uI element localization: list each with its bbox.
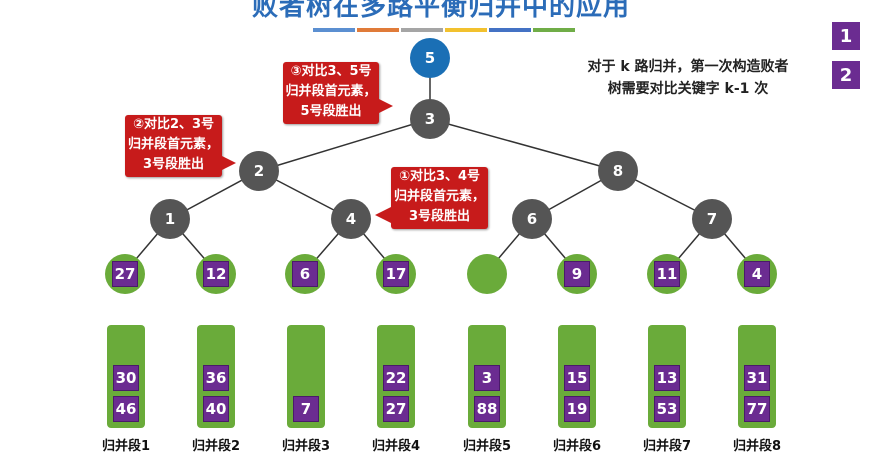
edge-3-2 — [258, 118, 431, 172]
tree-node-6[interactable]: 6 — [512, 199, 552, 239]
callout-step1-pointer — [375, 207, 391, 223]
leaf-key-4: 17 — [383, 261, 409, 287]
tree-node-3[interactable]: 3 — [410, 99, 450, 139]
run-4-key-1: 22 — [383, 365, 409, 391]
run-4-key-2: 27 — [383, 396, 409, 422]
run-label-5: 归并段5 — [462, 439, 512, 454]
note-line-2: 树需要对比关键字 k-1 次 — [607, 81, 769, 97]
run-7[interactable]: 13 53 — [648, 325, 686, 428]
callout-step2-line1: ②对比2、3号 — [132, 117, 215, 132]
run-8[interactable]: 31 77 — [738, 325, 776, 428]
legend-box-2[interactable]: 2 — [832, 61, 860, 89]
callout-step1-line1: ①对比3、4号 — [398, 169, 481, 184]
run-2-key-1: 36 — [203, 365, 229, 391]
title-color-bar — [489, 28, 531, 32]
leaf-5-empty[interactable] — [467, 254, 507, 294]
leaf-3[interactable]: 6 — [285, 254, 325, 294]
title-color-bar — [357, 28, 399, 32]
edge-3-8 — [429, 118, 619, 172]
callout-step1: ①对比3、4号 归并段首元素， 3号段胜出 — [375, 167, 488, 229]
run-label-4: 归并段4 — [371, 439, 421, 454]
run-4[interactable]: 22 27 — [377, 325, 415, 428]
run-2-key-2: 40 — [203, 396, 229, 422]
leaf-1[interactable]: 27 — [105, 254, 145, 294]
note-text: 对于 k 路归并，第一次构造败者 树需要对比关键字 k-1 次 — [578, 56, 798, 100]
note-line-1: 对于 k 路归并，第一次构造败者 — [587, 59, 789, 75]
tree-node-7[interactable]: 7 — [692, 199, 732, 239]
legend-box-1[interactable]: 1 — [832, 22, 860, 50]
run-5-key-2: 88 — [474, 396, 500, 422]
callout-step2-line3: 3号段胜出 — [142, 157, 205, 172]
callout-step2: ②对比2、3号 归并段首元素， 3号段胜出 — [125, 115, 236, 177]
run-1-key-1: 30 — [113, 365, 139, 391]
run-3[interactable]: 7 — [287, 325, 325, 428]
title-color-bar — [533, 28, 575, 32]
run-7-key-1: 13 — [654, 365, 680, 391]
run-5-key-1: 3 — [474, 365, 500, 391]
page-title: 败者树在多路平衡归并中的应用 — [251, 0, 630, 22]
run-3-key-1: 7 — [293, 396, 319, 422]
leaf-4[interactable]: 17 — [376, 254, 416, 294]
run-label-1: 归并段1 — [101, 439, 151, 454]
callout-step3-line3: 5号段胜出 — [300, 104, 362, 119]
callout-step1-line2: 归并段首元素， — [393, 189, 485, 204]
callout-step3: ③对比3、5号 归并段首元素， 5号段胜出 — [283, 62, 393, 124]
title-color-bar — [401, 28, 443, 32]
run-label-8: 归并段8 — [732, 439, 782, 454]
leaf-key-6: 9 — [564, 261, 590, 287]
run-label-2: 归并段2 — [191, 439, 241, 454]
callout-step2-pointer — [220, 155, 236, 171]
run-5[interactable]: 3 88 — [468, 325, 506, 428]
leaf-key-7: 11 — [654, 261, 680, 287]
callout-step3-pointer — [377, 98, 393, 114]
leaf-8[interactable]: 4 — [737, 254, 777, 294]
leaf-key-8: 4 — [744, 261, 770, 287]
tree-node-4[interactable]: 4 — [331, 199, 371, 239]
leaf-key-1: 27 — [112, 261, 138, 287]
run-1-key-2: 46 — [113, 396, 139, 422]
title-color-bar — [445, 28, 487, 32]
callout-step3-line1: ③对比3、5号 — [290, 64, 372, 79]
callout-step2-line2: 归并段首元素， — [127, 137, 219, 152]
run-label-7: 归并段7 — [642, 439, 692, 454]
leaf-key-3: 6 — [292, 261, 318, 287]
tree-node-8[interactable]: 8 — [598, 151, 638, 191]
leaf-key-2: 12 — [203, 261, 229, 287]
tree-node-1[interactable]: 1 — [150, 199, 190, 239]
leaf-6[interactable]: 9 — [557, 254, 597, 294]
run-8-key-1: 31 — [744, 365, 770, 391]
run-6[interactable]: 15 19 — [558, 325, 596, 428]
leaf-7[interactable]: 11 — [647, 254, 687, 294]
run-label-3: 归并段3 — [281, 439, 331, 454]
tree-node-2[interactable]: 2 — [239, 151, 279, 191]
run-6-key-2: 19 — [564, 396, 590, 422]
callout-step1-line3: 3号段胜出 — [408, 209, 471, 224]
run-8-key-2: 77 — [744, 396, 770, 422]
callout-step3-line2: 归并段首元素， — [285, 84, 377, 99]
tree-node-root[interactable]: 5 — [410, 38, 450, 78]
run-label-6: 归并段6 — [552, 439, 602, 454]
run-1[interactable]: 30 46 — [107, 325, 145, 428]
leaf-2[interactable]: 12 — [196, 254, 236, 294]
run-6-key-1: 15 — [564, 365, 590, 391]
title-color-bar — [313, 28, 355, 32]
run-2[interactable]: 36 40 — [197, 325, 235, 428]
run-7-key-2: 53 — [654, 396, 680, 422]
